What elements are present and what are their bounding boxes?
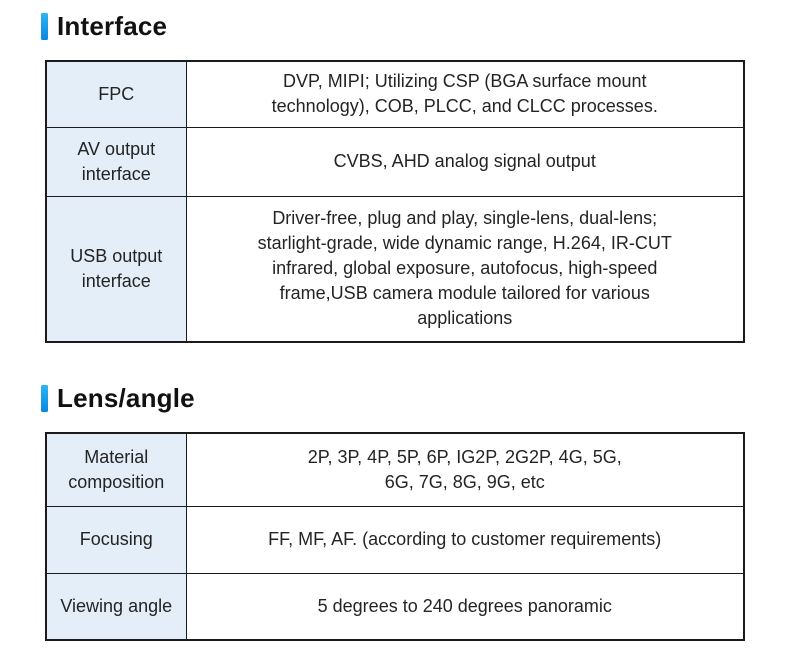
section-title: Lens/angle	[57, 382, 195, 413]
section-header: Interface	[41, 9, 790, 43]
table-row: Viewing angle 5 degrees to 240 degrees p…	[45, 572, 745, 641]
row-label-cell: USB output interface	[45, 195, 187, 343]
row-label-cell: AV output interface	[45, 126, 187, 197]
interface-spec-table: FPC DVP, MIPI; Utilizing CSP (BGA surfac…	[45, 60, 745, 343]
row-value-cell: 2P, 3P, 4P, 5P, 6P, IG2P, 2G2P, 4G, 5G, …	[185, 432, 745, 507]
lens-angle-spec-table: Material composition 2P, 3P, 4P, 5P, 6P,…	[45, 432, 745, 641]
row-value-cell: CVBS, AHD analog signal output	[185, 126, 745, 197]
section-title: Interface	[57, 10, 168, 41]
row-value-cell: FF, MF, AF. (according to customer requi…	[185, 505, 745, 574]
section-header: Lens/angle	[41, 381, 790, 415]
table-row: FPC DVP, MIPI; Utilizing CSP (BGA surfac…	[45, 60, 745, 128]
accent-bar-icon	[41, 384, 48, 412]
row-label-cell: FPC	[45, 60, 187, 128]
row-value-cell: Driver-free, plug and play, single-lens,…	[185, 195, 745, 343]
table-row: Focusing FF, MF, AF. (according to custo…	[45, 505, 745, 574]
row-label-cell: Material composition	[45, 432, 187, 507]
accent-bar-icon	[41, 12, 48, 40]
row-value-cell: DVP, MIPI; Utilizing CSP (BGA surface mo…	[185, 60, 745, 128]
table-row: Material composition 2P, 3P, 4P, 5P, 6P,…	[45, 432, 745, 507]
row-label-cell: Viewing angle	[45, 572, 187, 641]
section-interface: Interface FPC DVP, MIPI; Utilizing CSP (…	[41, 9, 790, 343]
table-row: AV output interface CVBS, AHD analog sig…	[45, 126, 745, 197]
row-value-cell: 5 degrees to 240 degrees panoramic	[185, 572, 745, 641]
section-lens-angle: Lens/angle Material composition 2P, 3P, …	[41, 381, 790, 641]
row-label-cell: Focusing	[45, 505, 187, 574]
table-row: USB output interface Driver-free, plug a…	[45, 195, 745, 343]
